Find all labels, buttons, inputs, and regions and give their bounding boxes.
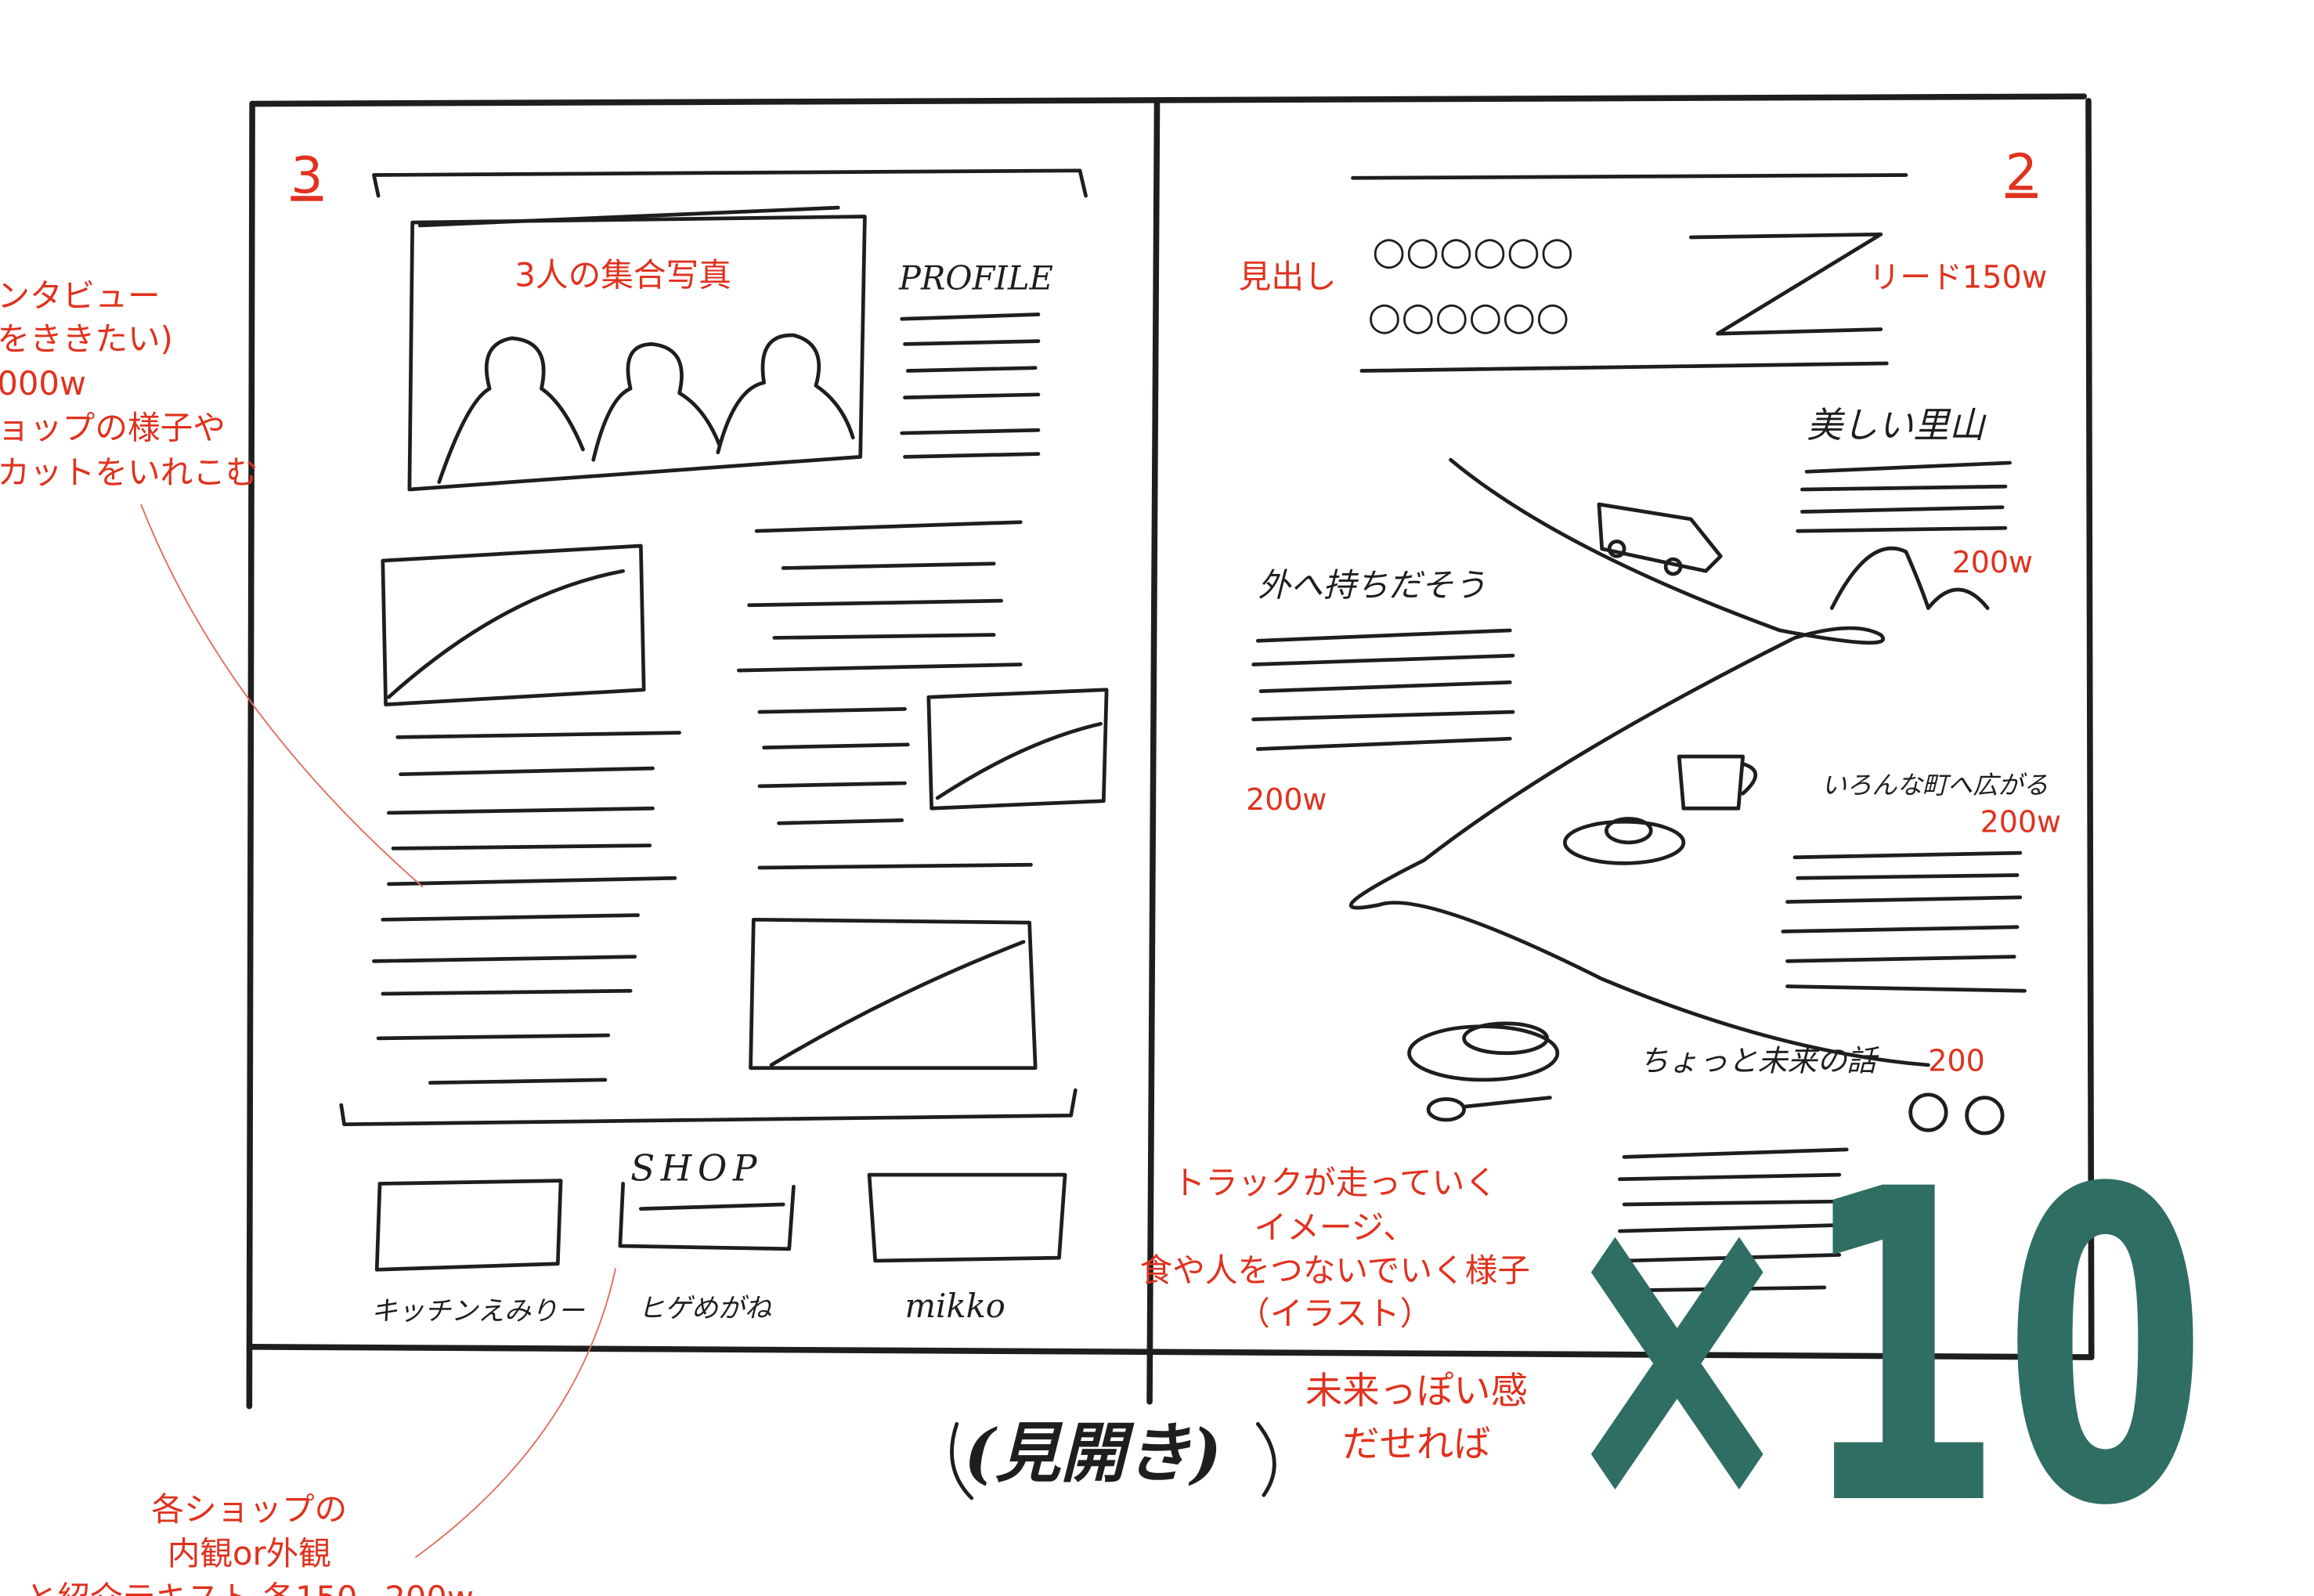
note-line: をききたい) — [0, 320, 173, 358]
interview-note: ンタビュー をききたい) 000w ョップの様子や カットをいれこむ — [0, 276, 258, 491]
note-line: （イラスト） — [1237, 1294, 1432, 1332]
note-line: ョップの様子や — [0, 409, 226, 447]
note-line: 食や人をつないでいく様子 — [1139, 1251, 1530, 1289]
profile-label: PROFILE — [898, 258, 1053, 297]
annotation-arrow — [140, 504, 424, 888]
note-line: と紹介テキスト 各150~200w — [25, 1579, 474, 1596]
section-title: 美しい里山 — [1807, 405, 1987, 446]
note-line: イメージ、 — [1254, 1208, 1416, 1247]
future-note: 未来っぽい感 — [1305, 1370, 1528, 1413]
note-line: トラックが走っていく — [1173, 1164, 1497, 1202]
headline-placeholder: ○○○○○○ — [1367, 293, 1569, 338]
shop-name: mikko — [905, 1287, 1005, 1325]
spread-label: (見開き) — [964, 1415, 1222, 1492]
headline-placeholder: ○○○○○○ — [1372, 228, 1574, 273]
word-count: 200w — [1246, 782, 1327, 817]
shop-name: ヒゲめがね — [638, 1293, 772, 1324]
section-title: いろんな町へ広がる — [1821, 770, 2049, 800]
illustration-note: トラックが走っていく イメージ、 食や人をつないでいく様子 （イラスト） — [1139, 1164, 1530, 1333]
future-note: だせれば — [1342, 1423, 1490, 1466]
note-line: ンタビュー — [0, 276, 161, 315]
right-page-sketch — [950, 173, 2027, 1500]
word-count: 200 — [1928, 1044, 1984, 1078]
note-line: 各ショップの — [151, 1489, 347, 1528]
shop-label: SHOP — [630, 1148, 763, 1190]
shop-name: キッチンえみりー — [371, 1296, 586, 1327]
word-count: 200w — [1952, 545, 2033, 580]
multiplier-badge: ×10 — [1554, 1099, 2207, 1596]
note-line: 内観or外観 — [168, 1534, 331, 1573]
page-number-right: 2 — [2005, 143, 2038, 202]
note-line: カットをいれこむ — [0, 453, 258, 491]
lead-label: リード150w — [1869, 259, 2048, 295]
photo-label: 3人の集合写真 — [514, 256, 731, 294]
section-title: ちょっと未来の話 — [1639, 1044, 1879, 1078]
note-line: 000w — [0, 364, 86, 403]
page-number-left: 3 — [291, 146, 323, 205]
word-count: 200w — [1980, 805, 2061, 840]
section-title: 外へ持ちだそう — [1258, 565, 1486, 604]
spread-frame — [246, 93, 2095, 1410]
annotation-arrow — [414, 1268, 617, 1558]
headline-label: 見出し — [1239, 257, 1337, 295]
left-page-sketch — [339, 168, 1109, 1272]
shops-note: 各ショップの 内観or外観 と紹介テキスト 各150~200w — [25, 1489, 474, 1596]
